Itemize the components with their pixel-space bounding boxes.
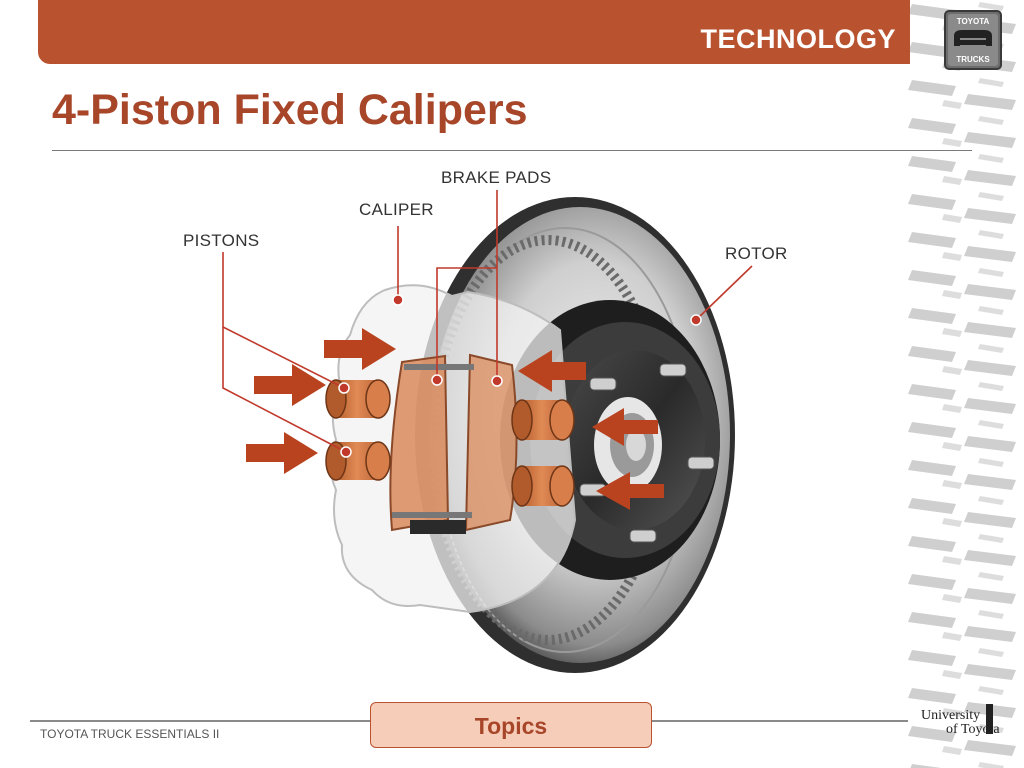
footer-divider-right [652,720,908,722]
brake-pads [389,353,518,534]
topics-button-label: Topics [474,713,548,739]
pistons-right [511,399,575,507]
label-pistons: PISTONS [183,231,260,250]
title-divider [52,150,972,151]
logo-text-top: TOYOTA [957,17,990,26]
logo-text-bottom: TRUCKS [956,55,990,64]
label-rotor: ROTOR [725,244,788,263]
university-of-toyota-logo: University of Toyota [918,702,1008,746]
course-name: TOYOTA TRUCK ESSENTIALS II [40,727,220,741]
tire-tread-decoration [904,0,1024,768]
leader-dots [338,294,702,458]
force-arrows [246,328,664,510]
header-banner: TECHNOLOGY [38,0,910,64]
topics-button[interactable]: Topics [370,702,652,748]
label-caliper: CALIPER [359,200,434,219]
toyota-trucks-logo: TOYOTA TRUCKS [944,10,1002,70]
page-title: 4-Piston Fixed Calipers [52,86,528,134]
leader-lines [222,190,753,453]
university-logo-line1: University [921,708,981,723]
footer-divider-left [30,720,372,722]
label-brake-pads: BRAKE PADS [441,168,552,187]
section-label: TECHNOLOGY [700,24,896,54]
university-logo-mark [986,704,993,734]
